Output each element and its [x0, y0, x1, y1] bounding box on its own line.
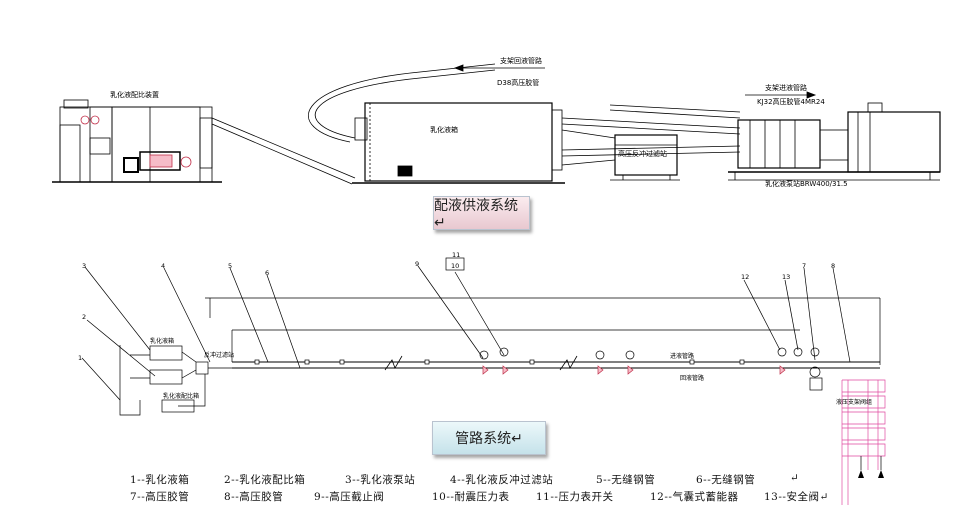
label-pump-station: 乳化液泵站BRW400/31.5 [765, 179, 848, 188]
legend-item: ↵ [790, 472, 800, 484]
callout-numbers: 3 2 1 4 5 6 9 11 10 12 13 7 8 [78, 251, 835, 362]
legend-item: 12--气囊式蓄能器 [650, 491, 739, 503]
label-filter-station: 高压反冲过滤站 [618, 149, 667, 158]
legend-item: 3--乳化液泵站 [345, 474, 416, 486]
callout-number: 11 [452, 251, 460, 259]
pipeline-schematic [81, 257, 886, 505]
pipeline-system-caption: 管路系统↵ [432, 421, 546, 455]
backflush-filter-station [610, 134, 680, 181]
legend-item: 5--无缝钢管 [596, 474, 656, 486]
label-mixer-small: 乳化液配比箱 [163, 392, 199, 400]
callout-number: 6 [265, 269, 269, 277]
callout-number: 5 [228, 262, 232, 270]
callout-number: 4 [161, 262, 165, 270]
legend-item: 6--无缝钢管 [696, 474, 756, 486]
label-return-pipe: 支架回液管路 [500, 56, 542, 65]
legend-item: 9--高压截止阀 [314, 491, 385, 503]
callout-number: 12 [741, 273, 749, 281]
label-supply-pipe: 支架进液管路 [765, 83, 807, 92]
callout-number: 9 [415, 260, 419, 268]
callout-number: 10 [451, 262, 459, 270]
callout-number: 7 [802, 262, 806, 270]
label-tank: 乳化液箱 [430, 125, 458, 134]
legend-item: 4--乳化液反冲过滤站 [450, 474, 554, 486]
legend-item: 1--乳化液箱 [130, 474, 190, 486]
emulsion-tank [352, 102, 565, 184]
label-backflush-filter: 反冲过滤站 [204, 351, 234, 359]
label-support-valve: 液压支架阀组 [836, 398, 872, 406]
callout-number: 8 [831, 262, 835, 270]
legend-item: 10--耐震压力表 [432, 491, 510, 503]
callout-number: 1 [78, 354, 82, 362]
supply-system-drawing [52, 63, 941, 185]
pipeline-labels: 乳化液箱 乳化液配比箱 反冲过滤站 进液管路 回液管路 液压支架阀组 [150, 337, 872, 406]
callout-number: 2 [82, 313, 86, 321]
label-hose-return: D38高压胶管 [497, 78, 539, 87]
legend-item: 7--高压胶管 [130, 491, 190, 503]
callout-number: 3 [82, 262, 86, 270]
legend-item: 2--乳化液配比箱 [224, 474, 306, 486]
label-mixing-device: 乳化液配比装置 [110, 90, 159, 99]
label-supply-line: 进液管路 [670, 352, 694, 360]
label-tank-small: 乳化液箱 [150, 337, 174, 345]
legend-item: 8--高压胶管 [224, 491, 284, 503]
label-return-line: 回液管路 [680, 374, 704, 382]
legend-item: 13--安全阀↵ [764, 491, 829, 503]
mixing-device [52, 99, 222, 183]
supply-system-caption: 配液供液系统↵ [433, 196, 530, 231]
label-hose-supply: KJ32高压胶管4MR24 [757, 97, 825, 106]
pump-station [728, 102, 941, 181]
callout-number: 13 [782, 273, 790, 281]
supply-labels: 乳化液配比装置 支架回液管路 D38高压胶管 乳化液箱 高压反冲过滤站 支架进液… [110, 56, 848, 188]
legend-item: 11--压力表开关 [536, 491, 614, 503]
